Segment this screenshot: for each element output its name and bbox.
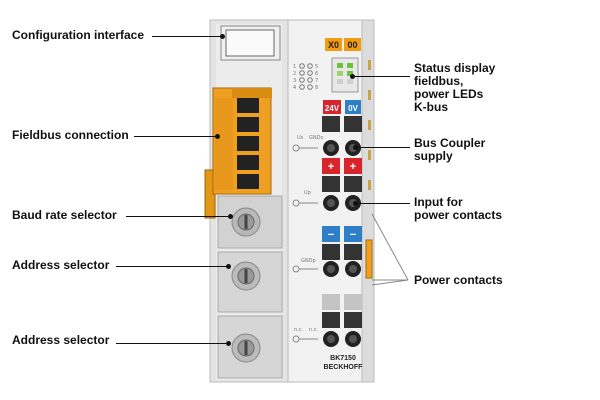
wiring-symbols [292,144,318,343]
label-bus-coupler-1: Bus Coupler [414,136,486,150]
brand-text: BECKHOFF [324,364,364,371]
v24-text: 24V [325,104,340,113]
x00-text: 00 [347,40,357,50]
v24-badge [323,100,341,114]
label-bus-coupler-2: supply [414,149,453,163]
address-rotary-switch-1 [231,261,261,291]
address-rotary-switch-2 [231,333,261,363]
status-leds [337,63,353,84]
gnds-text: GNDs [309,135,323,141]
leader-dot-baud [228,214,233,219]
right-edge-strip [361,19,375,383]
leader-config-interface [152,36,222,37]
plus-text-2: + [350,161,356,173]
fieldbus-connector-top [232,88,272,98]
leader-input-power [356,203,410,204]
leader-dot-config [220,34,225,39]
gndp-text: GNDp [301,258,316,264]
power-contact-pins [365,60,373,279]
led-num-r1: 5 [315,64,318,70]
led-num-r4: 8 [315,85,318,91]
v0-badge [345,100,361,114]
led-num-l1: 1 [293,64,296,70]
led-num-l4: 4 [293,85,296,91]
led-num-r3: 7 [315,78,318,84]
leader-status-display [352,76,410,77]
up-text: Up [304,190,311,196]
x00-badge [344,38,361,51]
plus-text-1: + [328,161,334,173]
terminal-row-2 [322,158,362,211]
label-power-contacts: Power contacts [414,273,503,287]
led-num-l3: 3 [293,78,296,84]
leader-dot-fieldbus [215,134,220,139]
leader-dot-status [350,74,355,79]
terminal-row-4 [322,294,362,347]
leader-dot-address-1 [226,264,231,269]
us-text: Us [297,135,304,141]
v0-text: 0V [348,104,358,113]
minus-text-2: − [350,229,356,241]
label-baud-rate: Baud rate selector [12,208,117,222]
model-text: BK7150 [330,355,356,362]
label-fieldbus-connection: Fieldbus connection [12,128,129,142]
leader-bus-coupler [356,147,410,148]
fieldbus-pins [215,98,259,190]
minus-text-1: − [328,229,334,241]
config-interface-port [225,29,275,57]
led-num-r2: 6 [315,71,318,77]
led-num-l2: 2 [293,71,296,77]
leader-dot-input-power [353,201,358,206]
label-status-display-3: power LEDs [414,87,484,101]
terminal-row-3 [322,226,362,277]
leader-address-2 [116,343,228,344]
label-status-display-2: fieldbus, [414,74,464,88]
label-address-selector-1: Address selector [12,258,110,272]
label-config-interface: Configuration interface [12,28,145,42]
leader-fieldbus [134,136,218,137]
fieldbus-led-grid [299,63,313,90]
label-input-power-2: power contacts [414,208,503,222]
x0-badge [325,38,342,51]
leader-dot-address-2 [226,341,231,346]
label-status-display-4: K-bus [414,100,448,114]
nc-text-1: n.c. [294,327,304,333]
label-status-display-1: Status display [414,61,496,75]
terminal-row-1 [322,116,362,156]
label-input-power-1: Input for [414,195,463,209]
leader-baud-rate [126,216,230,217]
baud-rate-rotary-switch [231,207,261,237]
nc-text-2: n.c. [309,327,319,333]
leader-address-1 [116,266,228,267]
x0-text: X0 [328,40,339,50]
label-address-selector-2: Address selector [12,333,110,347]
leader-dot-bus-coupler [353,145,358,150]
